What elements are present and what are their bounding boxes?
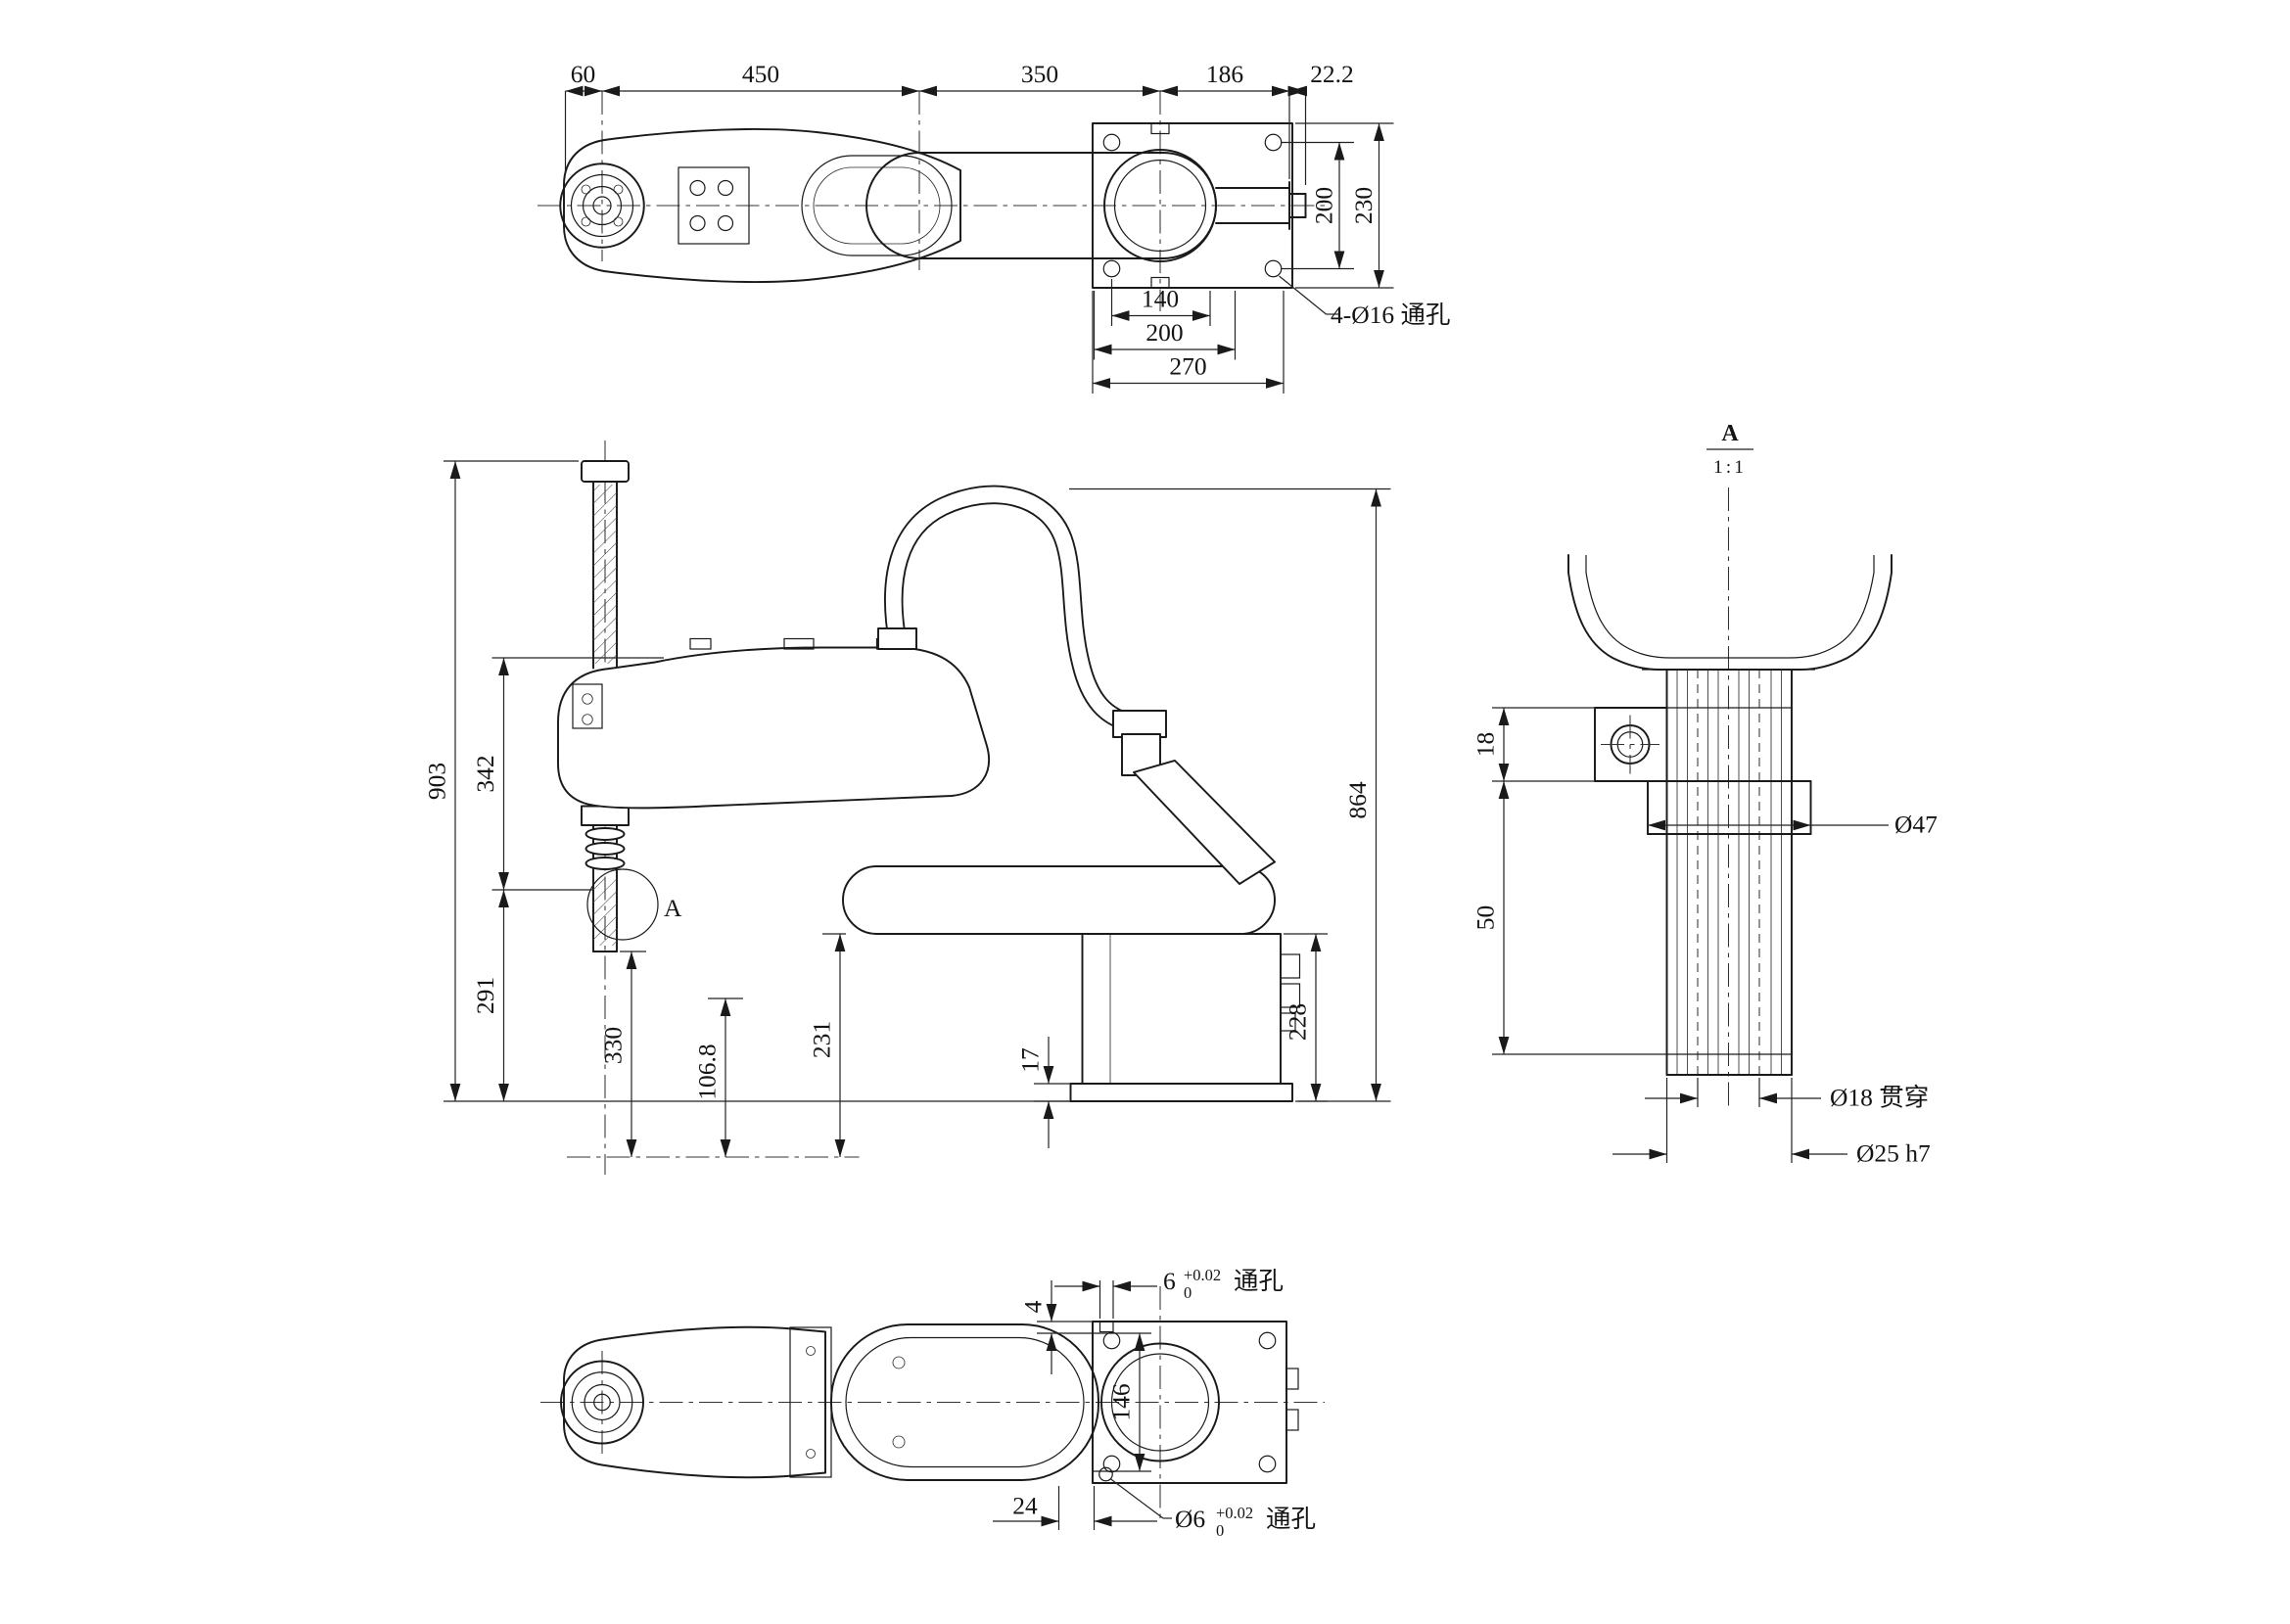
dim-label-350: 350: [1021, 60, 1058, 88]
dim-label-dia18-through: Ø18 贯穿: [1830, 1083, 1929, 1111]
dim-label-4: 4: [1019, 1300, 1048, 1313]
dim-label-330: 330: [599, 1027, 628, 1064]
dim-label-24: 24: [1012, 1491, 1038, 1519]
dim-label-60: 60: [571, 60, 595, 88]
detail-scale: 1:1: [1713, 457, 1747, 478]
detail-title: A: [1721, 421, 1739, 446]
note-4xd16-through-hole: 4-Ø16 通孔: [1331, 301, 1450, 329]
dim-label-450: 450: [742, 60, 779, 88]
dim-label-231: 231: [808, 1021, 836, 1058]
dim-label-dia6-tol-lower: 0: [1216, 1521, 1224, 1540]
dim-label-106-8: 106.8: [693, 1044, 722, 1099]
dim-label-146: 146: [1107, 1383, 1136, 1420]
dim-label-186: 186: [1206, 60, 1243, 88]
detail-marker-a: A: [664, 894, 682, 922]
detail-view-a: A 1:1: [1472, 421, 1939, 1167]
side-view: A 903 342 291: [423, 440, 1391, 1175]
dim-label-6: 6: [1163, 1267, 1176, 1295]
dim-label-6-tol-lower: 0: [1184, 1283, 1192, 1302]
dim-label-291: 291: [471, 977, 499, 1014]
dim-label-342: 342: [471, 755, 499, 792]
top-view: 60 450 350 186 22.2 200 230 140 200 270 …: [537, 60, 1450, 394]
bottom-view: 6 +0.02 0 通孔 4 146 24 Ø6 +0.02 0 通孔: [540, 1266, 1326, 1540]
dim-label-dia6-tol-upper: +0.02: [1216, 1504, 1253, 1522]
dim-label-18: 18: [1472, 732, 1500, 757]
dim-label-200-bottom: 200: [1145, 318, 1183, 347]
dim-label-22-2: 22.2: [1310, 60, 1354, 88]
dim-label-6-note: 通孔: [1234, 1267, 1284, 1295]
dim-label-864: 864: [1343, 781, 1372, 818]
dim-label-230: 230: [1349, 187, 1378, 224]
dim-label-50: 50: [1472, 905, 1500, 930]
dim-label-17: 17: [1016, 1047, 1045, 1073]
dim-label-200-right: 200: [1310, 187, 1338, 224]
dim-label-903: 903: [423, 763, 451, 800]
dim-label-228: 228: [1284, 1003, 1312, 1041]
dim-label-270: 270: [1169, 351, 1206, 380]
dim-label-140: 140: [1142, 284, 1179, 312]
dim-label-dia6-note: 通孔: [1266, 1505, 1316, 1533]
dim-label-dia6: Ø6: [1175, 1505, 1205, 1533]
dim-label-6-tol-upper: +0.02: [1184, 1266, 1221, 1284]
dim-label-dia25-h7: Ø25 h7: [1856, 1138, 1931, 1167]
dim-label-dia47: Ø47: [1894, 810, 1938, 838]
